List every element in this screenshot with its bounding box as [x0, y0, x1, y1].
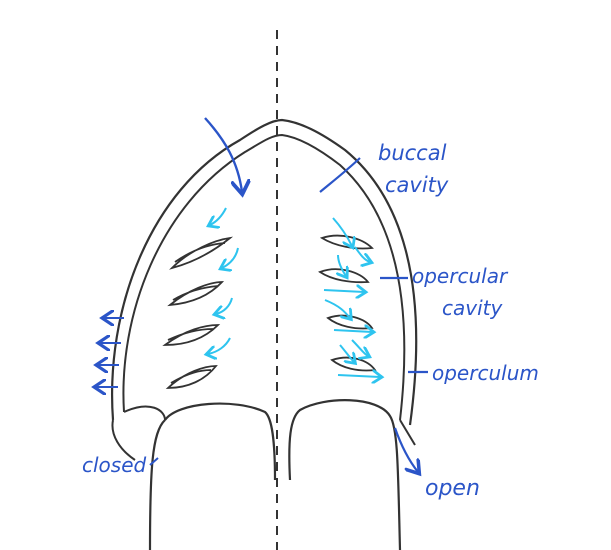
right-gills — [318, 234, 377, 372]
lower-body-right — [288, 399, 402, 550]
buccal-cavity-pointer — [319, 157, 361, 193]
right-gill-1 — [319, 234, 374, 250]
left-gill-flow — [208, 207, 239, 354]
head-outer-outline — [111, 118, 418, 426]
label-open: open — [425, 476, 480, 501]
left-operculum — [123, 405, 166, 421]
body-left-edge — [111, 419, 136, 461]
left-gill-2 — [167, 281, 225, 307]
left-gill-3 — [162, 324, 221, 346]
left-outflow-arrows — [96, 318, 124, 387]
right-gill-flow — [323, 217, 380, 377]
label-buccal-cavity: cavity — [385, 173, 449, 197]
label-operculum: operculum — [432, 361, 539, 385]
closed-pointer — [149, 457, 159, 466]
lower-body-left — [148, 402, 277, 550]
open-arrow — [393, 427, 418, 472]
label-buccal: buccal — [378, 141, 447, 165]
right-gill-4 — [330, 356, 377, 372]
right-operculum — [399, 419, 416, 446]
label-opercular: opercular — [412, 264, 509, 288]
label-closed: closed — [82, 453, 147, 477]
label-opercular-cavity: cavity — [442, 296, 503, 320]
left-inflow-arrow — [204, 117, 242, 192]
left-gill-1 — [169, 236, 234, 270]
head-inner-outline — [122, 133, 406, 421]
left-gills — [162, 236, 234, 389]
left-gill-4 — [165, 365, 218, 389]
